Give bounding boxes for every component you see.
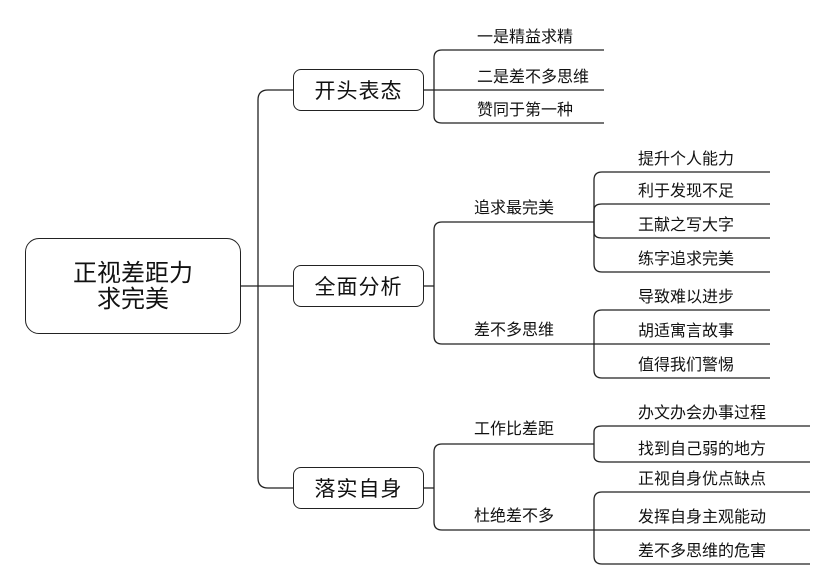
leaf-node[interactable]: 差不多思维的危害 <box>638 541 767 560</box>
leaf-node[interactable]: 二是差不多思维 <box>477 67 590 86</box>
group-node[interactable]: 杜绝差不多 <box>474 506 555 525</box>
leaf-node[interactable]: 发挥自身主观能动 <box>638 507 767 526</box>
leaf-node[interactable]: 利于发现不足 <box>638 181 735 200</box>
node-label: 全面分析 <box>314 275 403 299</box>
group-node[interactable]: 差不多思维 <box>474 320 555 339</box>
node-label: 开头表态 <box>314 79 403 103</box>
leaf-node[interactable]: 办文办会办事过程 <box>638 403 767 422</box>
node-full-analysis[interactable]: 全面分析 <box>293 265 424 307</box>
node-self-practice[interactable]: 落实自身 <box>293 467 424 509</box>
node-label: 落实自身 <box>314 477 403 501</box>
leaf-node[interactable]: 胡适寓言故事 <box>638 321 735 340</box>
leaf-node[interactable]: 导致难以进步 <box>638 287 735 306</box>
leaf-node[interactable]: 找到自己弱的地方 <box>638 439 767 458</box>
leaf-node[interactable]: 王献之写大字 <box>638 215 735 234</box>
root-title-line2: 求完美 <box>97 285 169 313</box>
group-node[interactable]: 工作比差距 <box>474 419 555 438</box>
leaf-node[interactable]: 练字追求完美 <box>638 249 735 268</box>
group-node[interactable]: 追求最完美 <box>474 198 555 217</box>
root-title-line1: 正视差距力 <box>73 259 193 287</box>
root-node[interactable]: 正视差距力 求完美 <box>25 238 241 334</box>
leaf-node[interactable]: 值得我们警惕 <box>638 355 735 374</box>
leaf-node[interactable]: 一是精益求精 <box>477 27 574 46</box>
leaf-node[interactable]: 赞同于第一种 <box>477 100 574 119</box>
leaf-node[interactable]: 提升个人能力 <box>638 149 735 168</box>
leaf-node[interactable]: 正视自身优点缺点 <box>638 469 767 488</box>
node-opening-stance[interactable]: 开头表态 <box>293 69 424 111</box>
